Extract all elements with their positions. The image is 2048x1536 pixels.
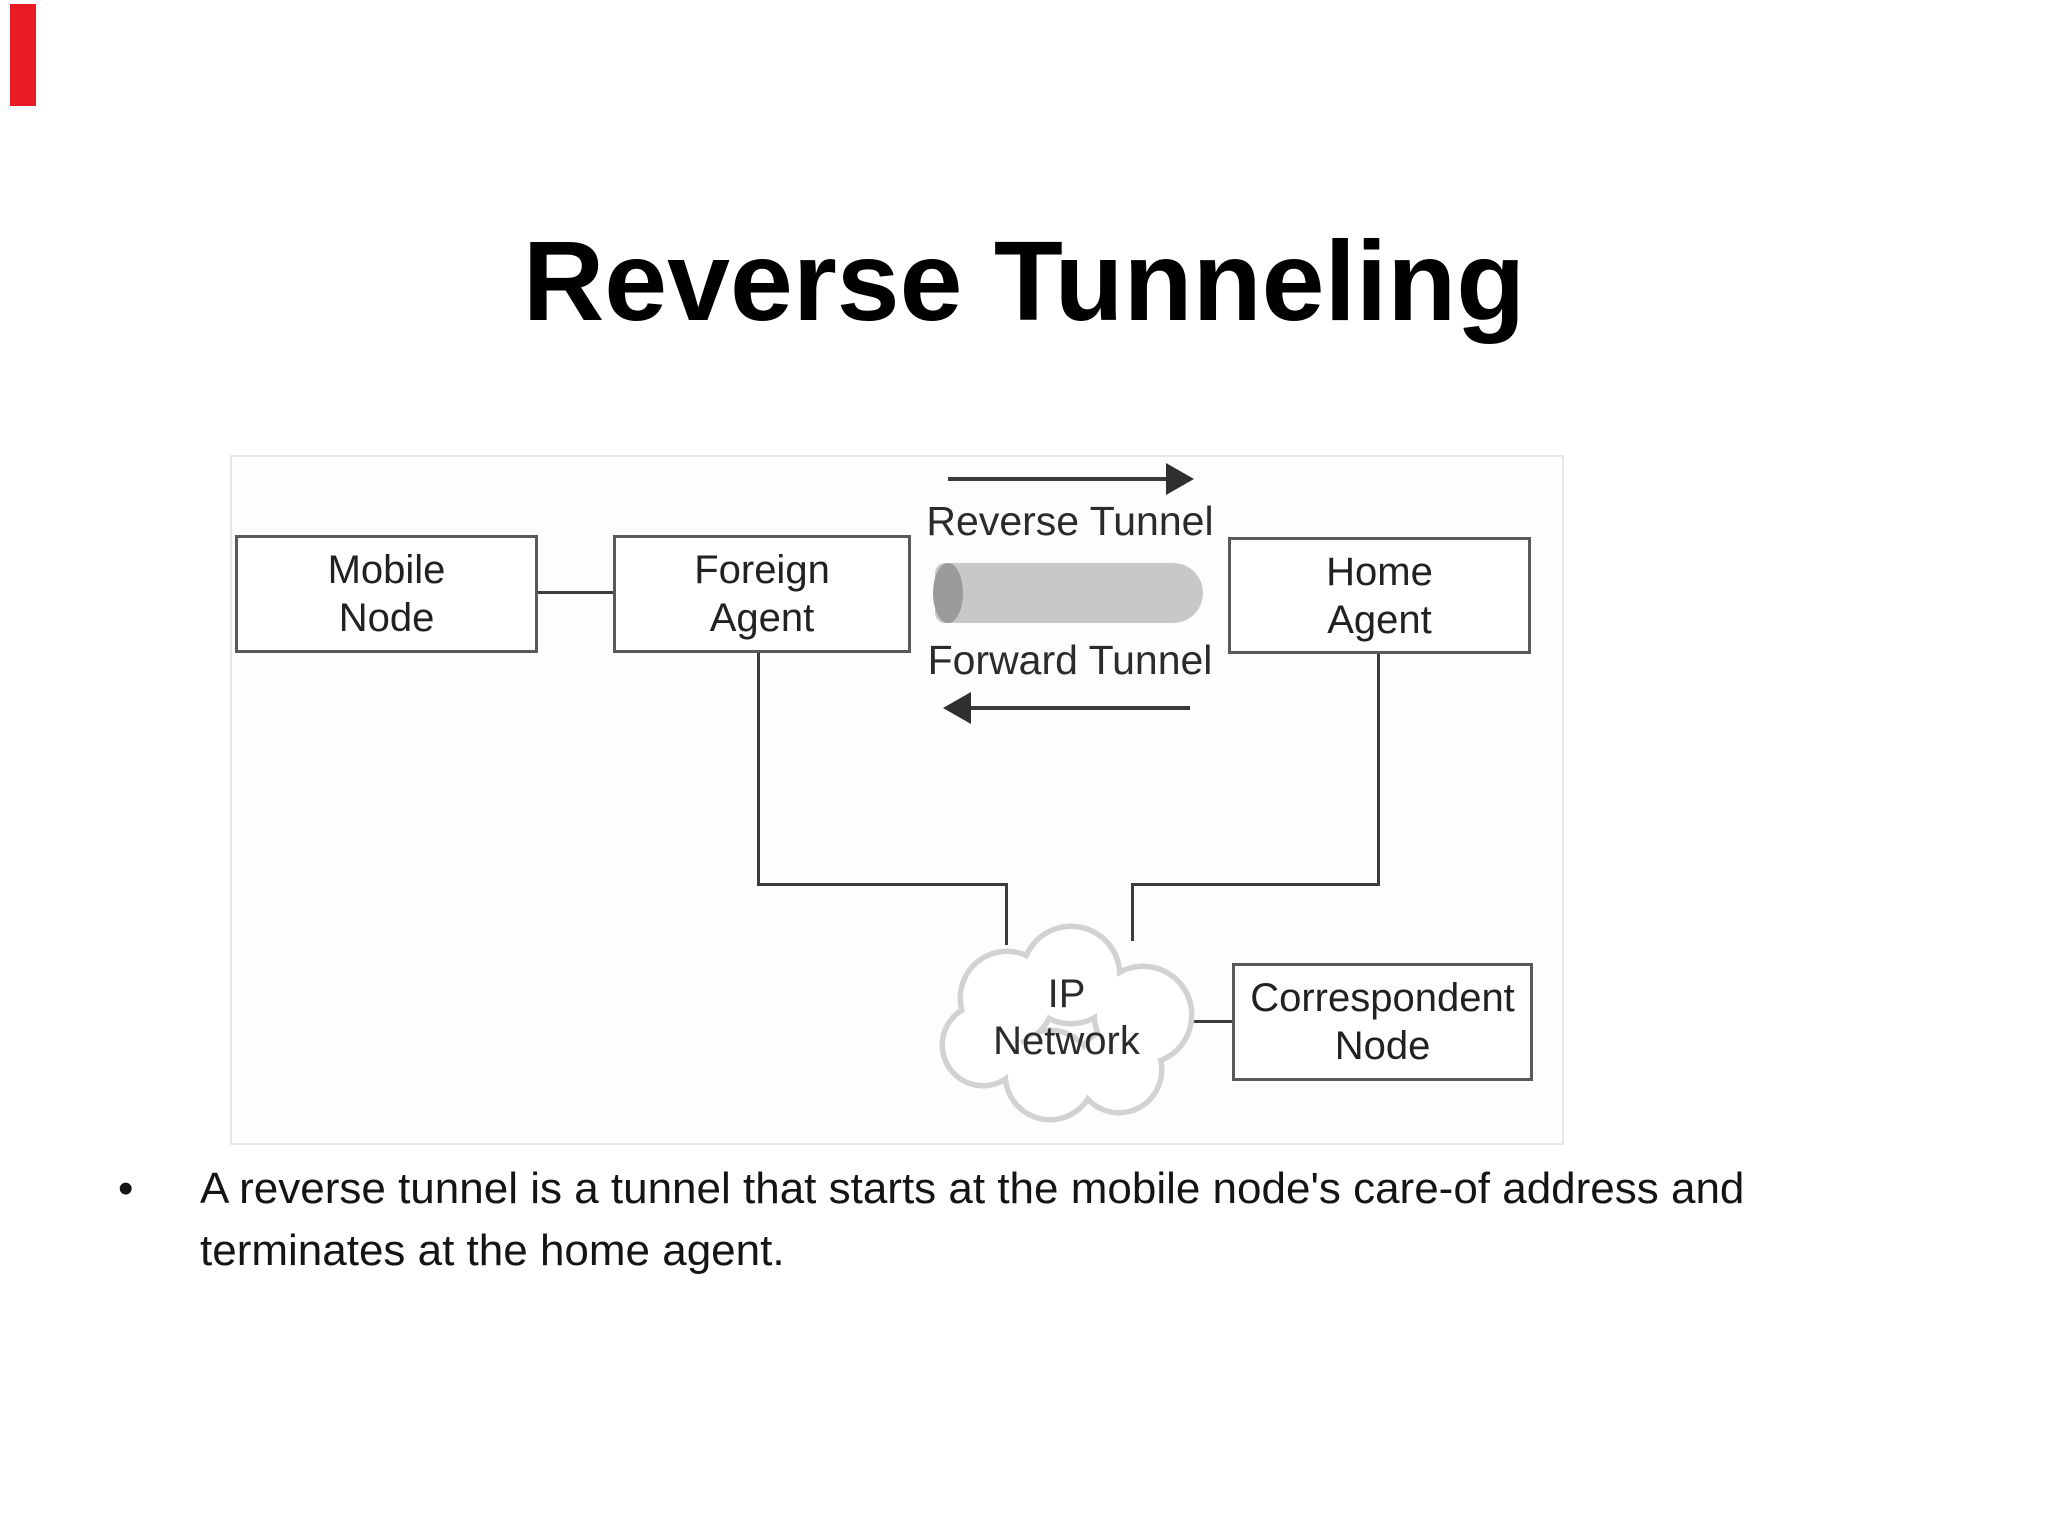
link-foreign-down: [757, 647, 760, 886]
bullet-text-line1: A reverse tunnel is a tunnel that starts…: [200, 1164, 1745, 1213]
home-agent-label-line2: Agent: [1327, 597, 1432, 642]
correspondent-node-box: Correspondent Node: [1232, 963, 1533, 1081]
mobile-node-box: Mobile Node: [235, 535, 538, 653]
home-agent-box: Home Agent: [1228, 537, 1531, 654]
ip-network-label-line1: IP: [1047, 972, 1086, 1016]
mobile-node-label-line2: Node: [338, 596, 435, 640]
reverse-tunnel-arrowhead-icon: [1166, 463, 1194, 495]
slide-title: Reverse Tunneling: [522, 217, 1526, 344]
forward-tunnel-arrowhead-icon: [943, 692, 971, 724]
foreign-agent-label-line2: Agent: [709, 596, 815, 640]
reverse-tunnel-arrow-line: [948, 477, 1172, 481]
link-mobile-foreign: [532, 591, 613, 594]
link-right-to-cloud: [1131, 883, 1134, 941]
tunnel-cylinder-cap: [933, 563, 963, 623]
ip-network-cloud-icon: [939, 923, 1195, 1123]
home-agent-label-line1: Home: [1326, 549, 1433, 594]
link-home-down: [1377, 648, 1380, 886]
correspondent-node-label-line1: Correspondent: [1250, 976, 1515, 1020]
link-cloud-correspondent: [1193, 1020, 1232, 1023]
forward-tunnel-arrow-line: [971, 706, 1190, 710]
ip-network-label-line2: Network: [993, 1019, 1140, 1063]
foreign-agent-label-line1: Foreign: [694, 548, 830, 592]
mobile-node-label-line1: Mobile: [327, 548, 446, 592]
link-home-horizontal: [1131, 883, 1380, 886]
bullet-marker: •: [118, 1164, 134, 1213]
ip-network-label: IP Network: [933, 971, 1200, 1065]
link-foreign-horizontal: [757, 883, 1008, 886]
correspondent-node-label-line2: Node: [1334, 1024, 1431, 1068]
forward-tunnel-label: Forward Tunnel: [927, 637, 1213, 683]
tunnel-cylinder: [935, 563, 1203, 623]
red-corner-marker: [10, 4, 36, 106]
link-left-to-cloud: [1005, 883, 1008, 945]
bullet-text-line2: terminates at the home agent.: [200, 1226, 785, 1275]
reverse-tunnel-label: Reverse Tunnel: [926, 498, 1214, 544]
foreign-agent-box: Foreign Agent: [613, 535, 911, 653]
